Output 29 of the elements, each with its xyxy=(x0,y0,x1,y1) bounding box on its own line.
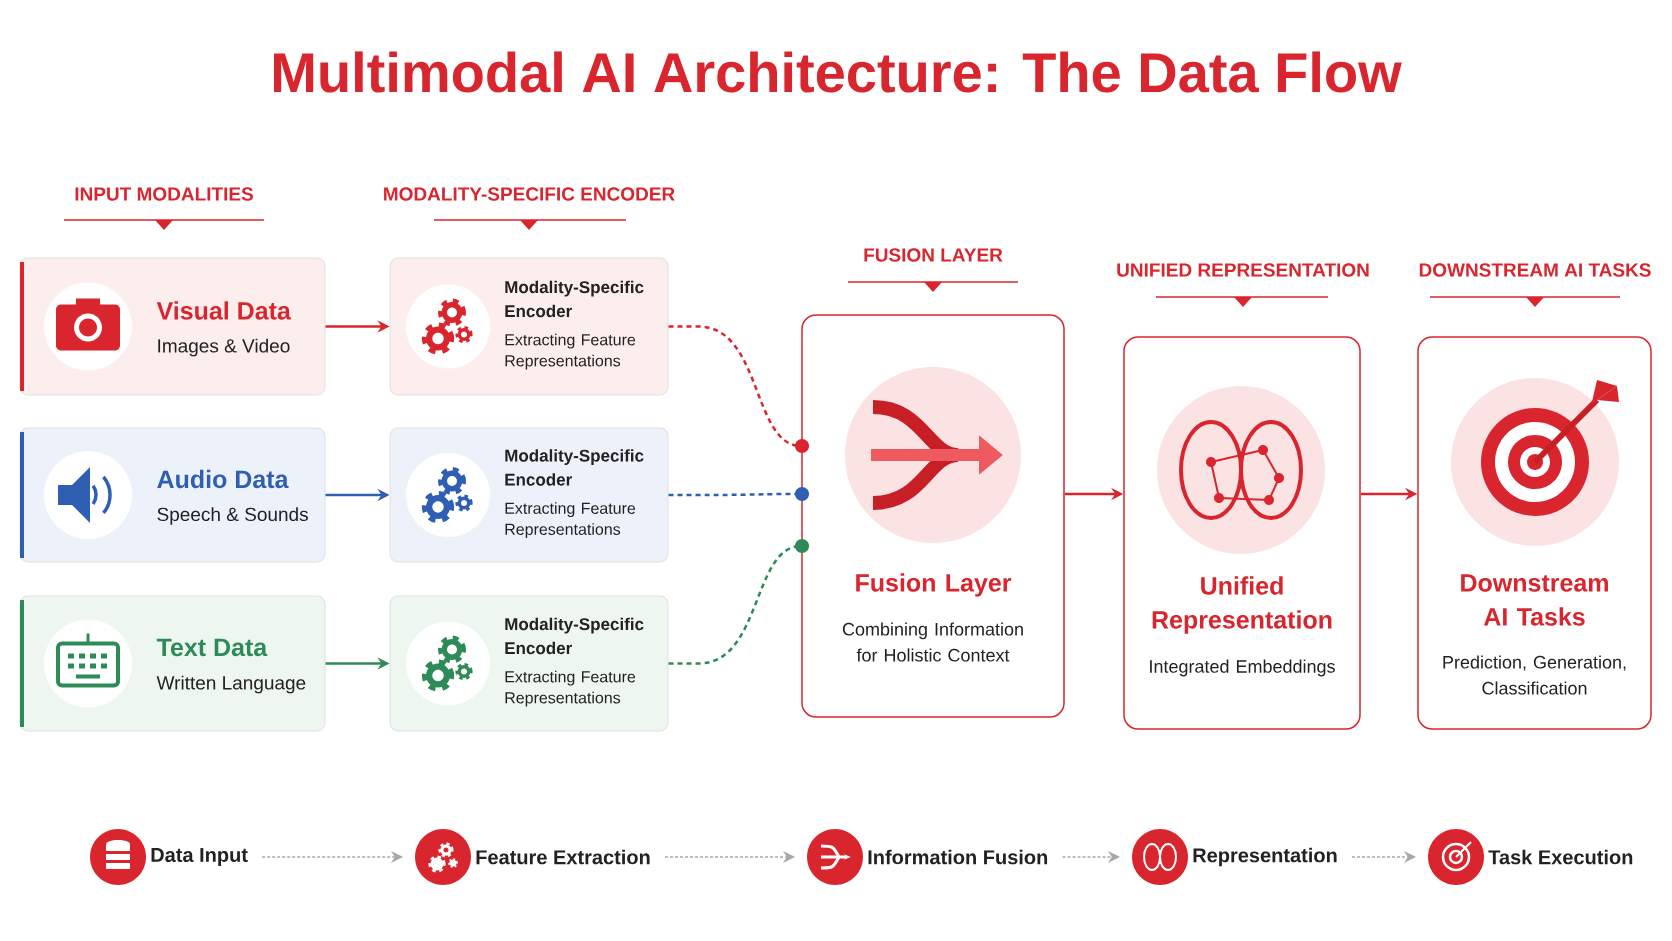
section-heading: FUSION LAYER xyxy=(864,248,1003,262)
card-title: Modality-Specific Encoder xyxy=(505,280,644,318)
panel-title: Unified Representation xyxy=(1152,576,1332,634)
card-title: Text Data xyxy=(156,638,268,657)
card-subtitle: Extracting Feature Representations xyxy=(505,670,636,707)
section-heading: MODALITY-SPECIFIC ENCODER xyxy=(384,187,675,201)
step-label: Task Execution xyxy=(1488,849,1633,865)
step-label: Information Fusion xyxy=(868,849,1048,865)
panel-title: Downstream AI Tasks xyxy=(1461,574,1608,626)
card-title: Visual Data xyxy=(156,301,291,320)
title: Multimodal AI Architecture: The Data Flow xyxy=(274,51,1402,93)
step-label: Data Input xyxy=(151,848,248,866)
card-title: Modality-Specific Encoder xyxy=(505,617,644,655)
card-subtitle: Written Language xyxy=(156,675,306,694)
card-subtitle: Extracting Feature Representations xyxy=(505,333,636,370)
step-label: Representation xyxy=(1193,847,1337,867)
panel-title: Fusion Layer xyxy=(856,573,1012,597)
card-subtitle: Extracting Feature Representations xyxy=(505,502,636,539)
card-subtitle: Images & Video xyxy=(158,338,290,357)
card-title: Audio Data xyxy=(157,469,289,489)
panel-subtitle: Integrated Embeddings xyxy=(1150,659,1335,677)
section-heading: INPUT MODALITIES xyxy=(75,187,253,201)
panel-subtitle: Combining Information for Holistic Context xyxy=(842,622,1023,662)
step-label: Feature Extraction xyxy=(476,849,650,865)
section-heading: UNIFIED REPRESENTATION xyxy=(1117,263,1369,277)
card-title: Modality-Specific Encoder xyxy=(505,449,644,486)
panel-subtitle: Prediction, Generation, Classification xyxy=(1443,655,1626,695)
card-subtitle: Speech & Sounds xyxy=(157,507,308,525)
section-heading: DOWNSTREAM AI TASKS xyxy=(1419,263,1651,277)
